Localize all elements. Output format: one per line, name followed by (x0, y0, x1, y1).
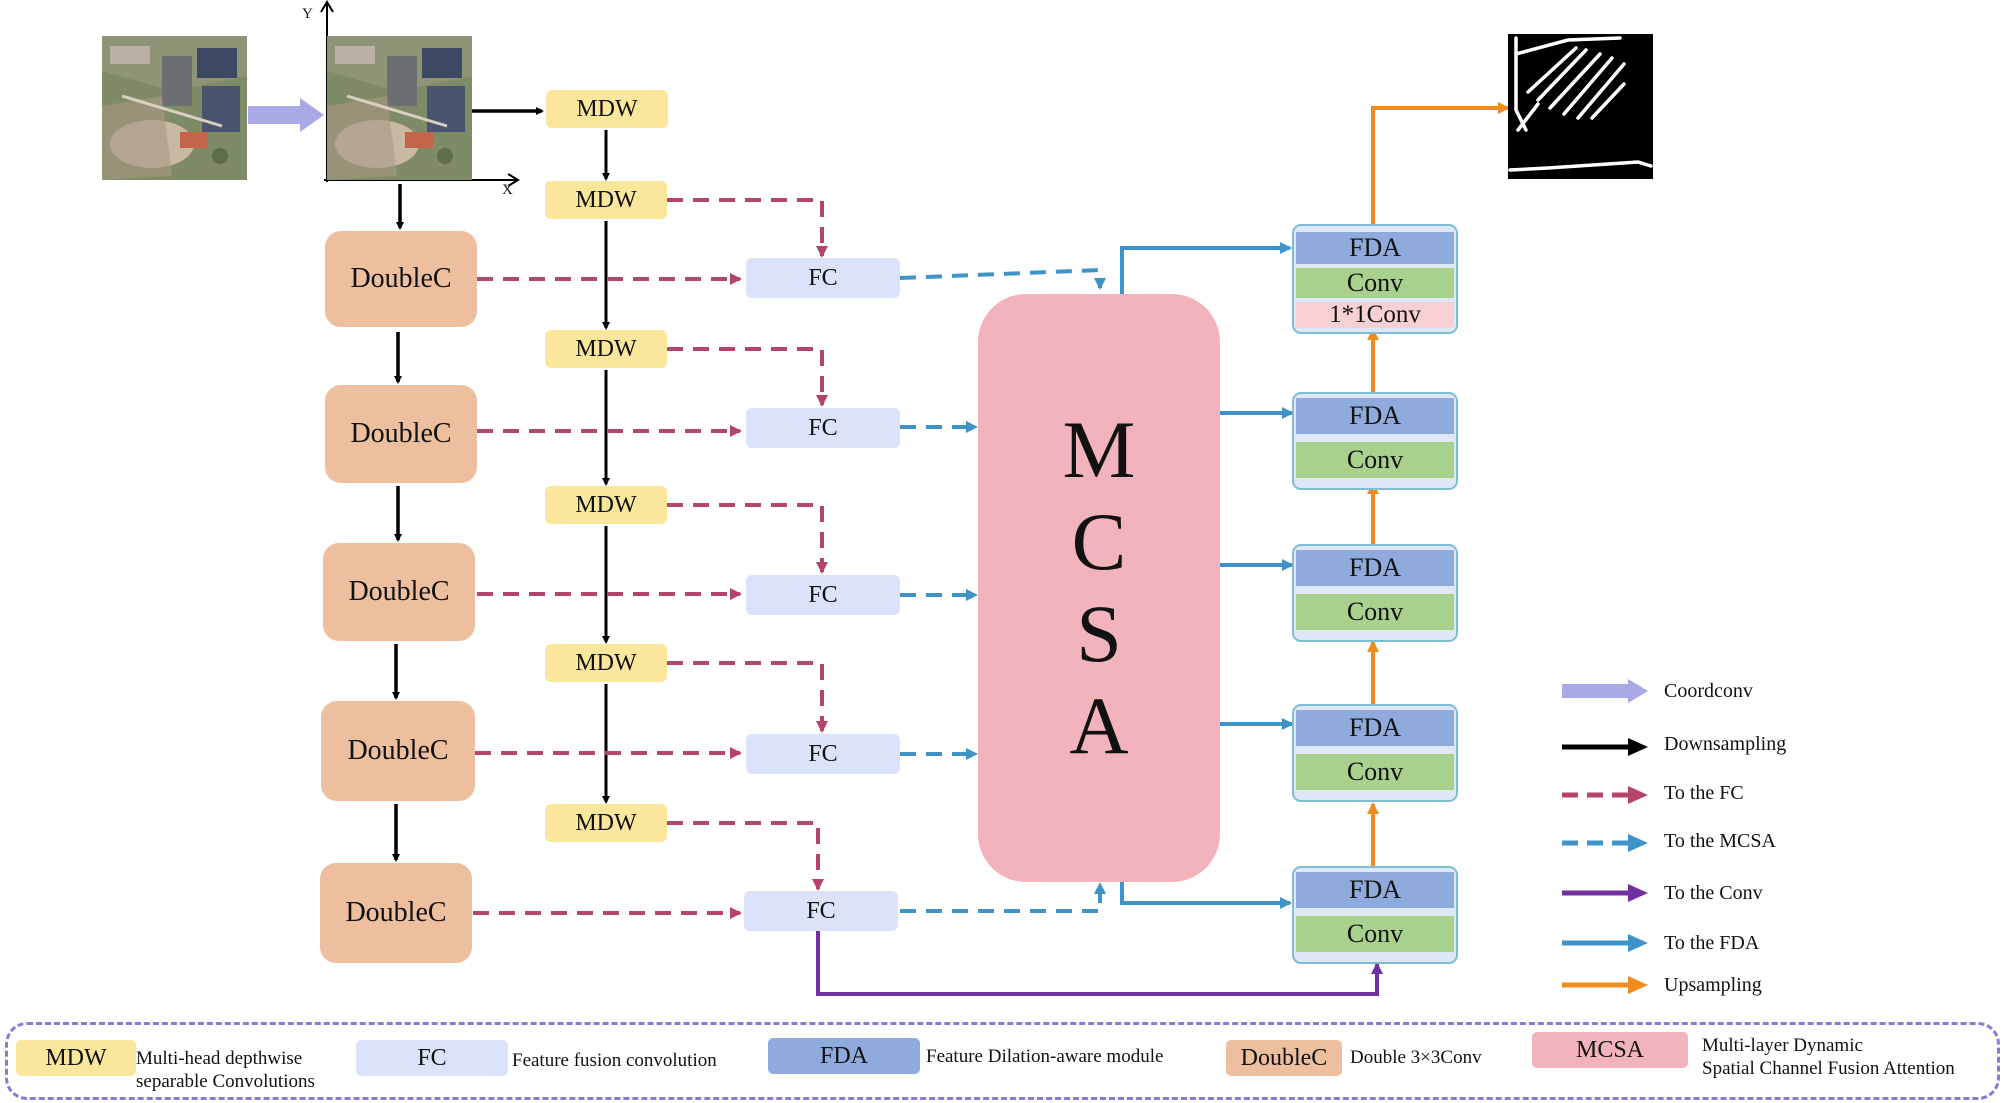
legend-arrow-head (1628, 834, 1648, 852)
legend-chip-mdw: MDW (16, 1040, 136, 1076)
fda-strip: FDA (1296, 232, 1454, 264)
legend-arrow-head (1628, 884, 1648, 902)
mcsa-letter: S (1076, 588, 1122, 679)
mcsa-block: M C S A (978, 294, 1220, 882)
legend-arrow-head (1628, 679, 1648, 703)
legend-chip-doublec: DoubleC (1226, 1040, 1342, 1076)
mdw-block-5: MDW (545, 644, 667, 682)
fda-strip: FDA (1296, 710, 1454, 746)
to-fda-arrow (1120, 242, 1292, 294)
to-fc-arrow (667, 503, 828, 574)
mdw-block-6: MDW (545, 804, 667, 842)
mdw-block-3: MDW (545, 330, 667, 368)
module-legend (5, 1022, 2000, 1100)
doublec-block-1: DoubleC (325, 231, 477, 327)
legend-desc-line: Feature Dilation-aware module (926, 1046, 1164, 1067)
doublec-block-2: DoubleC (325, 385, 477, 483)
legend-arrow-head (1628, 934, 1648, 952)
mcsa-letter: C (1071, 496, 1127, 588)
to-fc-arrow (667, 198, 828, 258)
legend-arrow-head (1628, 786, 1648, 804)
doublec-block-3: DoubleC (323, 543, 475, 641)
conv-strip: Conv (1296, 594, 1454, 630)
mdw-block-1: MDW (546, 90, 668, 128)
doublec-block-4: DoubleC (321, 701, 475, 801)
arrow-legend-label: Coordconv (1664, 680, 1753, 702)
arrow-legend-label: To the FDA (1664, 932, 1760, 954)
mcsa-letter: M (1062, 404, 1136, 496)
segmentation-mask-icon (1508, 34, 1653, 179)
legend-chip-fda: FDA (768, 1038, 920, 1074)
to-mcsa-arrow (900, 882, 1106, 913)
to-fc-arrow (667, 661, 828, 733)
legend-desc-fda: Feature Dilation-aware module (926, 1045, 1163, 1068)
arrow-legend-label: Upsampling (1664, 974, 1762, 996)
arrow-legend-label: To the MCSA (1664, 830, 1776, 852)
mdw-block-2: MDW (545, 181, 667, 219)
arrow-legend-label: Downsampling (1664, 733, 1787, 755)
legend-desc-line: Feature fusion convolution (512, 1050, 717, 1071)
fc-block-5: FC (744, 891, 898, 931)
upsampling-arrow (1371, 102, 1510, 228)
legend-desc-line: Double 3×3Conv (1350, 1047, 1482, 1068)
decoder-block-5: FDA Conv (1292, 866, 1458, 964)
fc-block-3: FC (746, 575, 900, 615)
to-fc-arrow (667, 347, 828, 407)
fc-block-1: FC (746, 258, 900, 298)
axis-y-head (320, 0, 334, 13)
conv-strip: Conv (1296, 442, 1454, 478)
axis-x-head (507, 173, 520, 187)
decoder-block-2: FDA Conv (1292, 392, 1458, 490)
doublec-block-5: DoubleC (320, 863, 472, 963)
to-fda-arrow (1120, 882, 1292, 909)
fc-block-4: FC (746, 734, 900, 774)
satellite-image-icon (327, 36, 472, 180)
legend-desc-line: Multi-head depthwise (136, 1048, 303, 1069)
legend-desc-line: separable Convolutions (136, 1071, 315, 1093)
to-mcsa-arrow (899, 267, 1106, 290)
mcsa-letter: A (1069, 679, 1129, 771)
decoder-block-4: FDA Conv (1292, 704, 1458, 802)
coordconv-arrow-head (300, 98, 324, 132)
legend-desc-mcsa: Multi-layer Dynamic Spatial Channel Fusi… (1702, 1034, 1955, 1080)
mdw-block-4: MDW (545, 486, 667, 524)
axis-y-label: Y (302, 6, 313, 22)
fda-strip: FDA (1296, 550, 1454, 586)
to-fc-arrow (667, 821, 824, 891)
arrow-legend-glyphs (1562, 679, 1648, 994)
decoder-block-3: FDA Conv (1292, 544, 1458, 642)
legend-arrow-head (1628, 976, 1648, 994)
legend-chip-mcsa: MCSA (1532, 1032, 1688, 1068)
legend-desc-fc: Feature fusion convolution (512, 1049, 717, 1072)
legend-desc-doublec: Double 3×3Conv (1350, 1046, 1482, 1069)
conv-strip: Conv (1296, 268, 1454, 298)
legend-chip-fc: FC (356, 1040, 508, 1076)
fda-strip: FDA (1296, 398, 1454, 434)
satellite-image-icon (102, 36, 247, 180)
fda-strip: FDA (1296, 872, 1454, 908)
decoder-block-1: FDA Conv 1*1Conv (1292, 224, 1458, 334)
legend-desc-line: Multi-layer Dynamic (1702, 1035, 1863, 1056)
legend-arrow-head (1628, 738, 1648, 756)
arrow-legend-label: To the FC (1664, 782, 1744, 804)
conv-strip: Conv (1296, 916, 1454, 952)
fc-block-2: FC (746, 408, 900, 448)
to-conv-arrow (816, 928, 1383, 996)
conv-strip: Conv (1296, 754, 1454, 790)
legend-desc-mdw: Multi-head depthwise separable Convoluti… (136, 1047, 315, 1093)
axis-x-label: X (502, 182, 513, 198)
conv1x1-strip: 1*1Conv (1296, 301, 1454, 328)
legend-desc-line: Spatial Channel Fusion Attention (1702, 1058, 1955, 1080)
arrow-legend-label: To the Conv (1664, 882, 1763, 904)
